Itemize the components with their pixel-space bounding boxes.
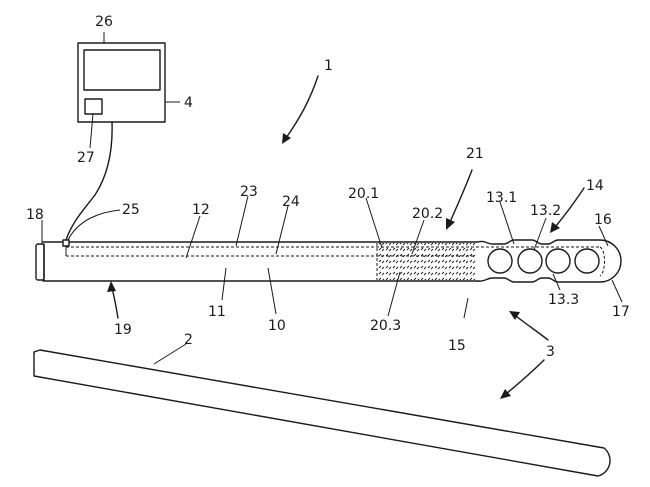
label-20-3: 20.3 [370,318,401,334]
leader-13-2 [534,218,546,250]
label-13-3: 13.3 [548,292,579,308]
arrow-21 [450,170,472,222]
label-15: 15 [448,338,466,354]
tip-dashed-line [600,247,605,276]
hatched-region [377,243,476,280]
arrow-19-head [107,281,116,292]
label-16: 16 [594,212,612,228]
perforated-end [478,240,621,282]
leader-2 [154,344,186,364]
leader-27 [90,114,93,148]
leader-17 [612,280,622,302]
arrow-3-upper [516,316,548,340]
leader-12 [186,216,200,258]
arrow-3-lower [506,360,544,394]
label-21: 21 [466,146,484,162]
label-20-1: 20.1 [348,186,379,202]
leader-20-1 [366,198,382,248]
label-18: 18 [26,207,44,223]
hole-3 [546,249,570,273]
arrow-1 [286,76,318,138]
arrow-19 [112,288,118,318]
tube-end-cap [36,244,44,280]
sheath-outline [34,350,610,476]
label-19: 19 [114,322,132,338]
leader-10 [268,268,276,314]
arrow-1-head [282,133,291,144]
label-14: 14 [586,178,604,194]
sheath [34,350,610,476]
label-17: 17 [612,304,630,320]
hole-1 [488,249,512,273]
connection-cable [66,122,112,240]
control-unit-housing [78,43,165,122]
label-3: 3 [546,344,555,360]
arrows [107,76,584,399]
label-27: 27 [77,150,95,166]
label-11: 11 [208,304,226,320]
label-26: 26 [95,14,113,30]
leader-15 [464,298,468,318]
hole-4 [575,249,599,273]
leader-13-1 [500,202,514,244]
label-24: 24 [282,194,300,210]
label-13-1: 13.1 [486,190,517,206]
hole-2 [518,249,542,273]
control-unit [78,43,165,122]
leader-23 [236,196,248,246]
label-13-2: 13.2 [530,203,561,219]
label-1: 1 [324,58,333,74]
porous-section [377,243,476,280]
label-12: 12 [192,202,210,218]
control-unit-button [85,99,102,114]
label-2: 2 [184,332,193,348]
label-4: 4 [184,95,193,111]
leader-lines [42,32,622,364]
leader-11 [222,268,226,300]
label-25: 25 [122,202,140,218]
leader-25 [68,210,120,240]
tube-body [36,240,600,281]
leader-16 [599,226,608,246]
label-23: 23 [240,184,258,200]
control-unit-display [84,50,160,90]
label-10: 10 [268,318,286,334]
label-20-2: 20.2 [412,206,443,222]
sensor-element [63,240,69,246]
